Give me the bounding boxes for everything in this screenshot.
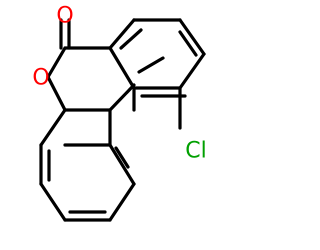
bond-upper-ring-4 <box>178 52 206 90</box>
carbonyl-oxygen-label: O <box>56 4 73 29</box>
molecule-structure: O O Cl <box>32 4 207 222</box>
bond-ring-o-to-aromatic-c <box>46 75 67 112</box>
bond-upper-ring-3 <box>178 18 206 56</box>
bond-biaryl-link <box>108 83 136 112</box>
bond-upper-ring-inner-1 <box>119 28 143 50</box>
bond-upper-ring-1 <box>108 18 136 50</box>
chlorine-label: Cl <box>185 139 206 164</box>
structure-canvas: O O Cl <box>32 3 207 222</box>
bond-lower-ring-3 <box>39 182 67 222</box>
bond-lower-ring-6 <box>108 143 136 186</box>
bond-upper-ring-inner-3 <box>178 30 198 57</box>
bond-upper-ring-6 <box>108 46 136 90</box>
bond-upper-substituent-slash <box>137 56 165 74</box>
bond-lower-ring-inner-3 <box>114 146 130 169</box>
bond-lower-ring-5 <box>108 182 136 222</box>
ring-oxygen-label: O <box>32 66 49 91</box>
bond-lower-ring-1 <box>39 108 67 147</box>
bond-carbonyl-c-to-ring-o <box>46 46 67 79</box>
